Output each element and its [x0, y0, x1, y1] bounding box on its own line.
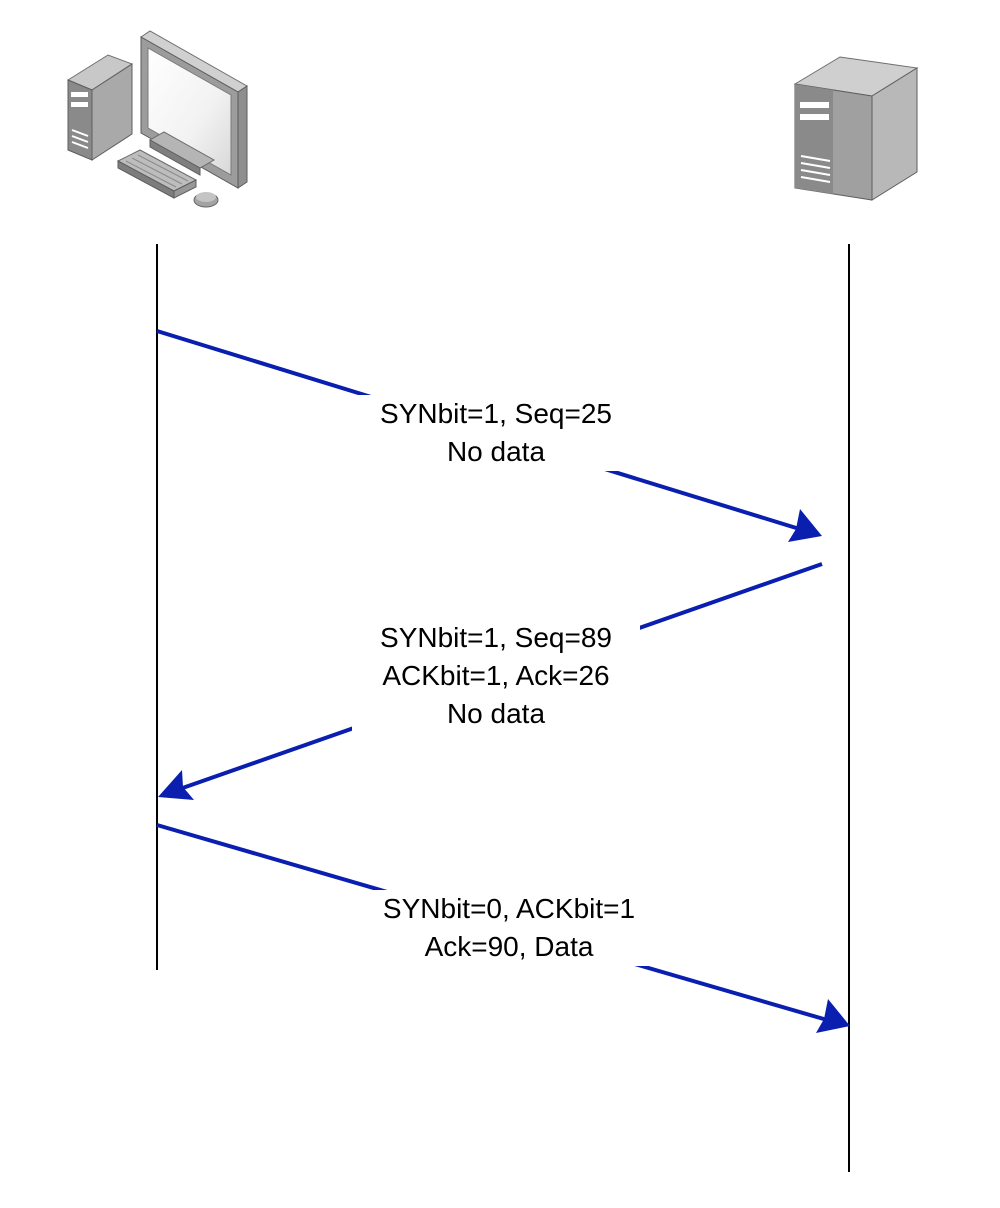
- syn-message-label: SYNbit=1, Seq=25 No data: [352, 395, 640, 471]
- syn-message-line-2: No data: [446, 436, 546, 467]
- syn-ack-message-line-3: No data: [446, 698, 546, 729]
- syn-ack-message-label: SYNbit=1, Seq=89 ACKbit=1, Ack=26 No dat…: [352, 619, 640, 733]
- desktop-computer-icon: [66, 30, 248, 208]
- ack-data-message-line-2: Ack=90, Data: [424, 931, 594, 962]
- ack-data-message-line-1: SYNbit=0, ACKbit=1: [382, 893, 636, 924]
- syn-ack-message-line-2: ACKbit=1, Ack=26: [382, 660, 610, 691]
- server-tower-icon: [793, 56, 919, 201]
- syn-message-line-1: SYNbit=1, Seq=25: [380, 398, 612, 429]
- syn-ack-message-line-1: SYNbit=1, Seq=89: [380, 622, 612, 653]
- ack-data-message-label: SYNbit=0, ACKbit=1 Ack=90, Data: [352, 890, 666, 966]
